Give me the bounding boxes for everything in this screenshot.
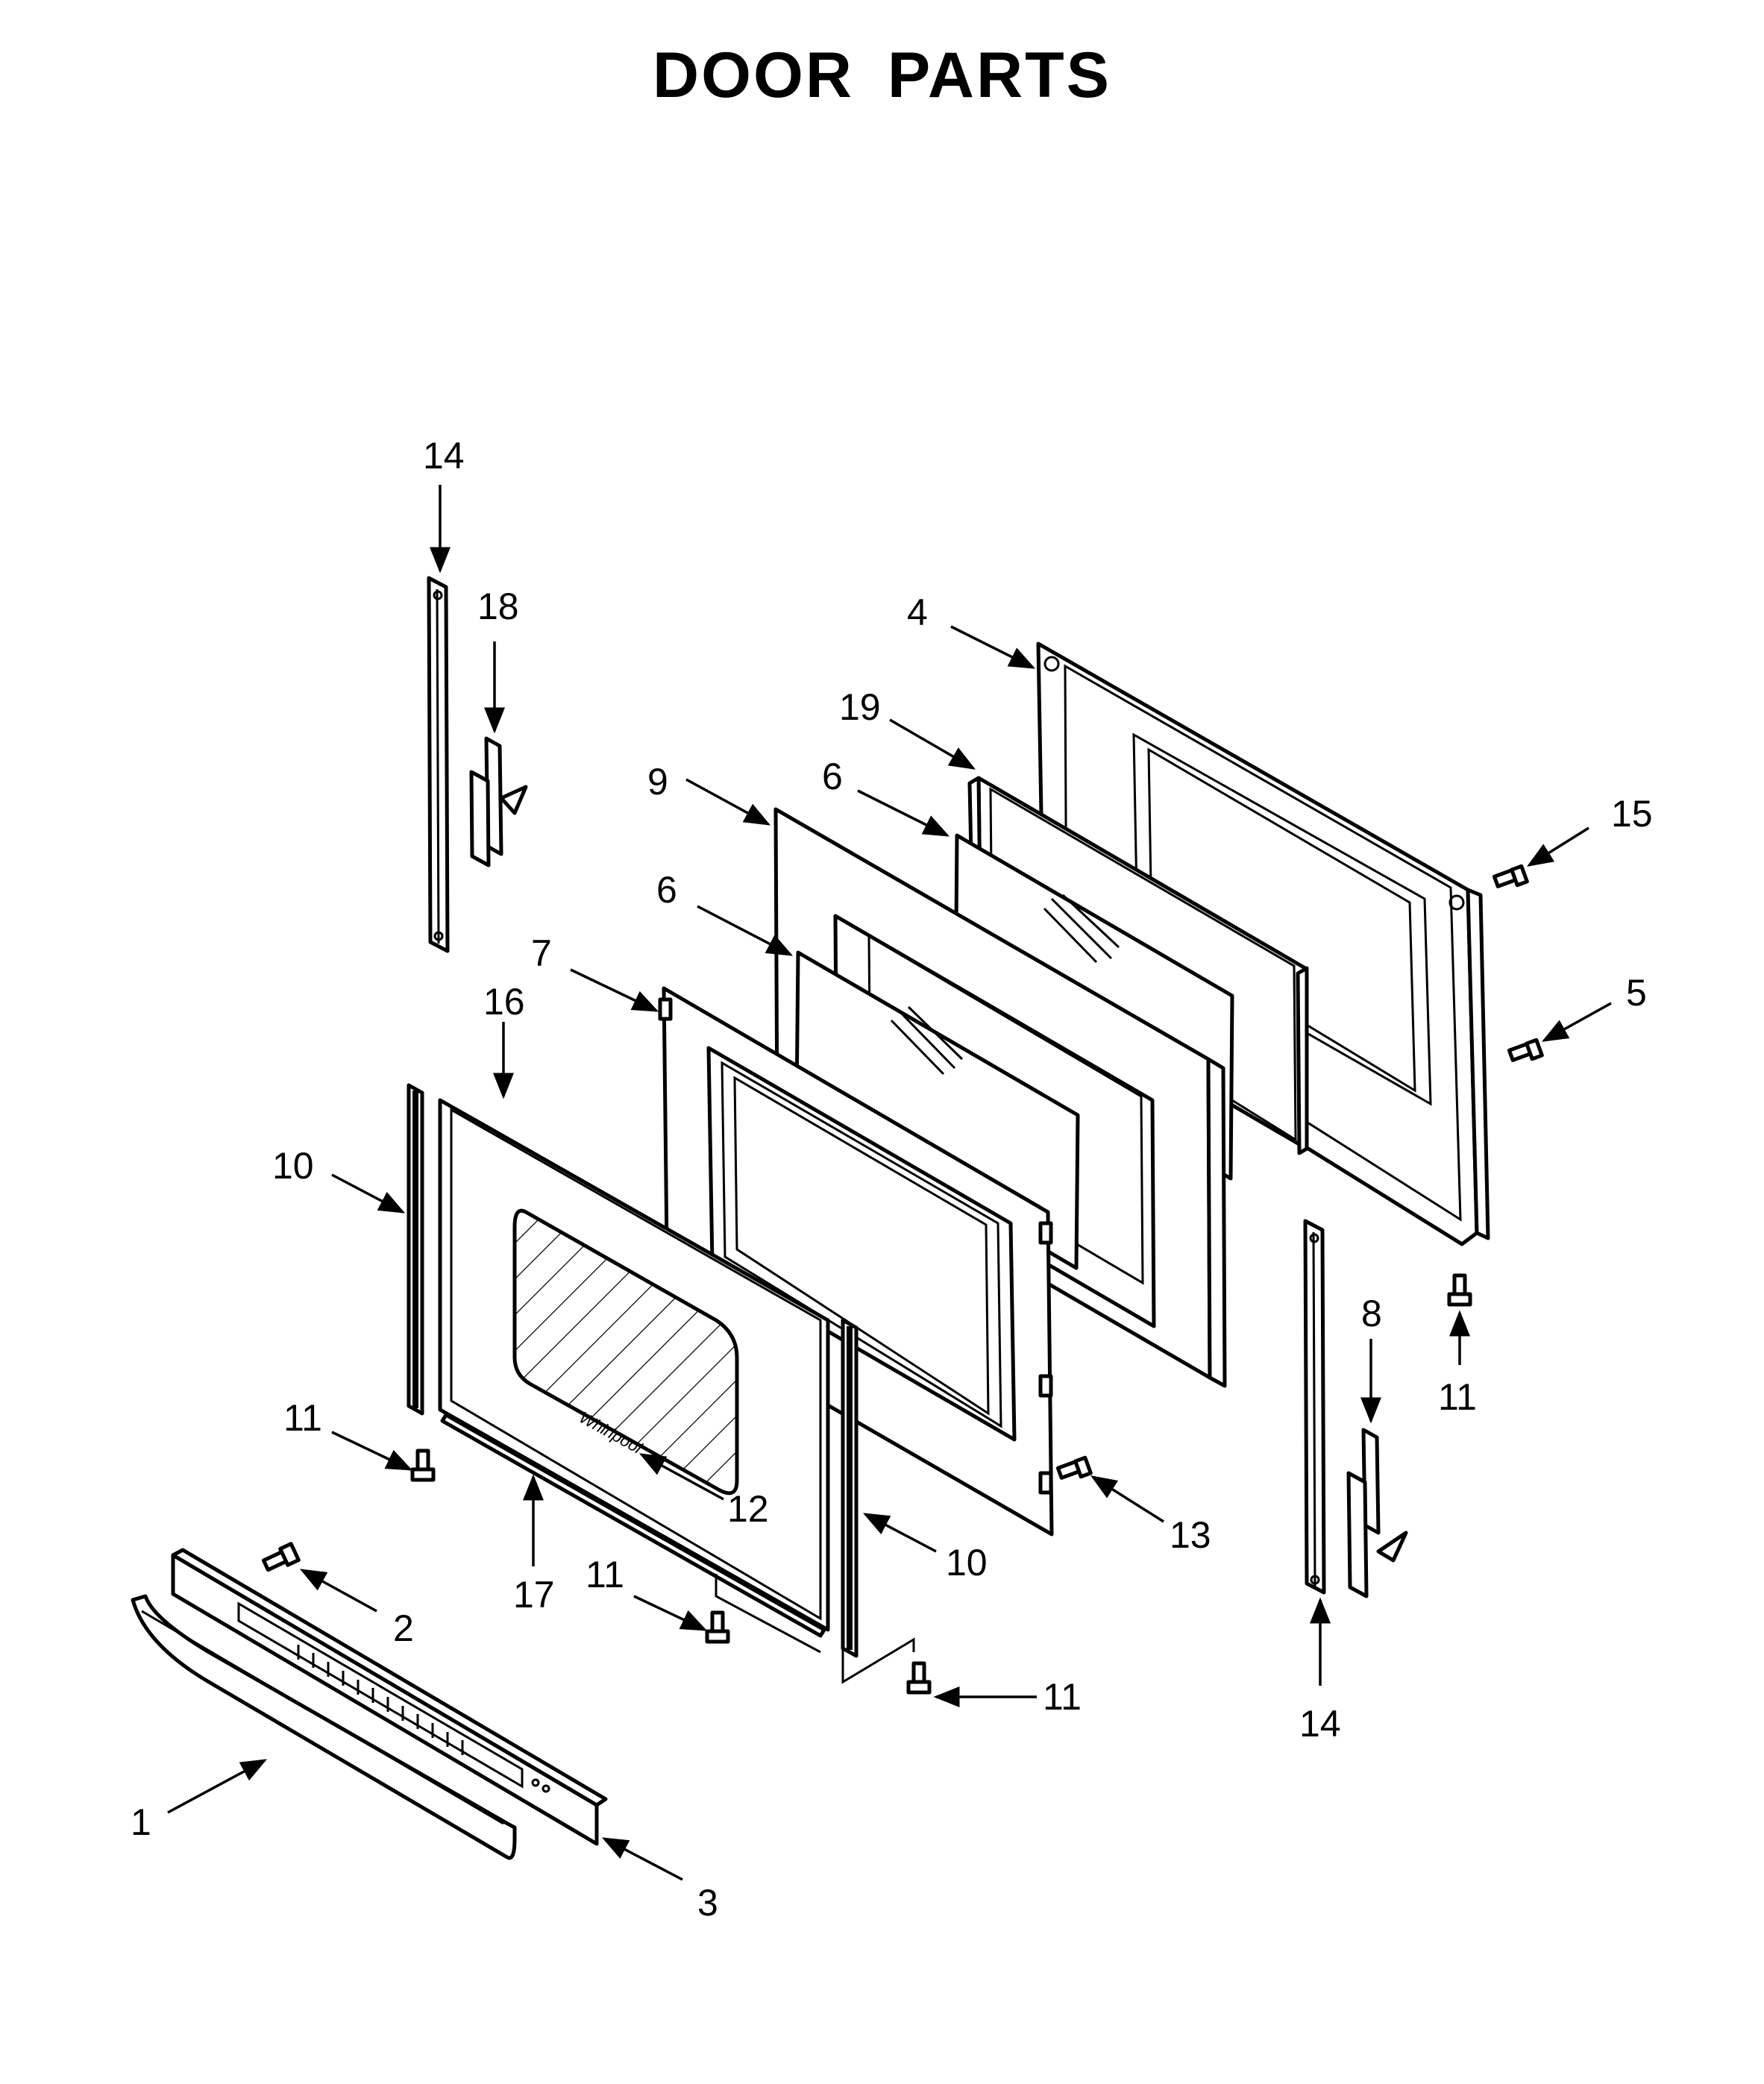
arrow-12	[638, 1453, 724, 1501]
callout-15: 15	[1611, 793, 1653, 835]
arrow-3	[601, 1837, 683, 1881]
part-11-screw-a	[410, 1449, 436, 1482]
leader-arrows	[167, 485, 1612, 1881]
callout-4: 4	[907, 591, 928, 633]
vent-slots	[297, 1645, 464, 1755]
callout-6: 6	[822, 756, 843, 797]
callout-11: 11	[283, 1397, 322, 1439]
callout-16: 16	[483, 981, 525, 1023]
arrow-2	[299, 1569, 377, 1613]
part-15-screw	[1492, 864, 1529, 888]
part-13-screw	[1055, 1455, 1093, 1480]
arrow-19	[889, 718, 976, 770]
callout-7: 7	[531, 932, 552, 974]
arrow-6a	[857, 789, 950, 837]
callout-8: 8	[1361, 1293, 1382, 1334]
part-10-side-trim-left	[407, 1083, 424, 1416]
callout-17: 17	[513, 1574, 555, 1616]
part-11-screw-c	[705, 1610, 730, 1644]
arrow-11a	[331, 1431, 413, 1471]
part-3-vent-trim	[171, 1548, 608, 1846]
callout-11: 11	[1438, 1376, 1477, 1418]
arrow-7	[570, 968, 659, 1012]
callout-18: 18	[477, 586, 519, 627]
part-7-inner-window-frame	[658, 986, 1054, 1537]
part-11-screw-b	[1447, 1273, 1472, 1307]
callout-2: 2	[393, 1607, 414, 1649]
callout-12: 12	[727, 1488, 769, 1530]
arrow-15	[1527, 826, 1589, 867]
callout-10: 10	[946, 1542, 988, 1584]
arrow-6b	[697, 905, 794, 956]
arrow-10a	[331, 1173, 406, 1214]
arrow-9	[685, 778, 771, 826]
page-title: DOOR PARTS	[653, 40, 1111, 111]
callout-19: 19	[839, 686, 881, 728]
callout-labels: 14 18 4 19 6 9 6 7 16 10 15 5 11 8 11 12…	[131, 435, 1653, 1924]
part-5-screw	[1507, 1038, 1544, 1062]
part-11-screw-d	[906, 1661, 932, 1695]
callout-6: 6	[656, 869, 677, 911]
part-8-door-hinge	[1346, 1428, 1408, 1598]
callout-14: 14	[1299, 1703, 1341, 1745]
callout-14: 14	[423, 435, 465, 477]
arrow-11c	[633, 1595, 708, 1631]
arrow-13	[1090, 1475, 1164, 1523]
part-17-bottom-trim	[440, 1413, 826, 1654]
callout-1: 1	[131, 1801, 151, 1843]
callout-13: 13	[1170, 1514, 1211, 1556]
arrow-4	[950, 625, 1036, 669]
callout-11: 11	[1043, 1676, 1082, 1718]
part-16-outer-door-panel: Whirlpool	[438, 1098, 830, 1632]
callout-5: 5	[1626, 972, 1647, 1014]
arrow-1	[167, 1759, 268, 1814]
callout-3: 3	[697, 1882, 718, 1924]
arrow-5	[1541, 1002, 1612, 1042]
part-14-hinge-channel-left	[427, 576, 450, 953]
callout-11: 11	[586, 1554, 624, 1595]
part-18-door-hinge	[469, 736, 528, 867]
part-1-door-handle	[131, 1594, 517, 1860]
part-2-screw	[261, 1542, 301, 1572]
callout-9: 9	[647, 761, 668, 803]
arrow-10b	[862, 1513, 937, 1553]
part-14-hinge-channel-right	[1303, 1219, 1326, 1595]
part-10-side-trim-right	[841, 1318, 915, 1684]
callout-10: 10	[272, 1145, 314, 1187]
